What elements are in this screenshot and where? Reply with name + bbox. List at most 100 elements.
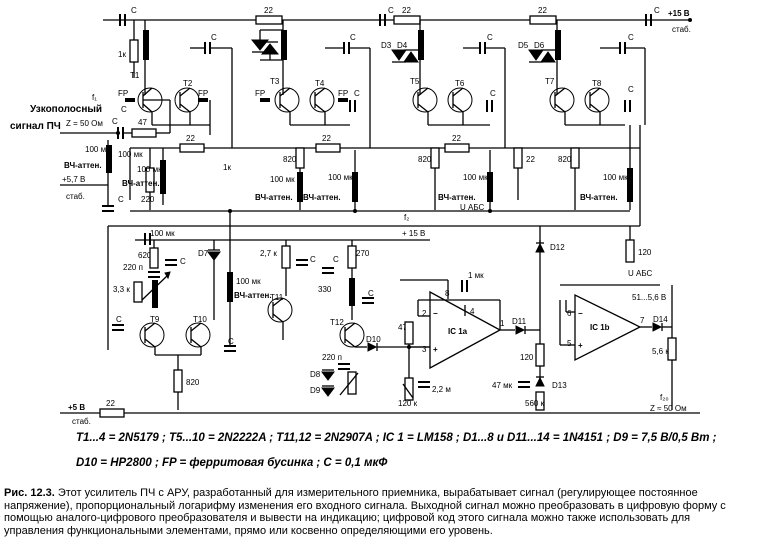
- d6-label: D6: [534, 41, 545, 50]
- svg-text:C: C: [388, 6, 394, 15]
- svg-text:22: 22: [402, 6, 411, 15]
- svg-text:100 мк: 100 мк: [137, 165, 162, 174]
- svg-text:560 к: 560 к: [525, 399, 545, 408]
- stab-bottom-label: стаб.: [72, 417, 91, 426]
- svg-text:820: 820: [418, 155, 432, 164]
- f2o-label: f₂₀: [660, 393, 669, 402]
- d12-label: D12: [550, 243, 565, 252]
- supply-top-label: +15 В: [668, 9, 690, 18]
- svg-text:2,2 м: 2,2 м: [432, 385, 451, 394]
- svg-text:270: 270: [356, 249, 370, 258]
- svg-text:C: C: [180, 257, 186, 266]
- caption-line-1: Рис. 12.3. Этот усилитель ПЧ с АРУ, разр…: [4, 487, 698, 499]
- d5-label: D5: [518, 41, 529, 50]
- svg-text:C: C: [211, 33, 217, 42]
- svg-text:FP: FP: [255, 89, 265, 98]
- svg-text:220 п: 220 п: [322, 353, 342, 362]
- rail-resistors: 22 22 22: [255, 6, 557, 25]
- stage-4: D5 D6 T7 T8 C C: [518, 20, 646, 126]
- svg-text:ВЧ-аттен.: ВЧ-аттен.: [255, 193, 293, 202]
- svg-text:100 мк: 100 мк: [270, 175, 295, 184]
- t1-label: T1: [130, 71, 140, 80]
- ic1a-label: IC 1a: [448, 327, 468, 336]
- output-driver: 2,7 к C T11 270 C 330 T12 C D10 220 п D8: [260, 240, 430, 397]
- plus15-mid-label: + 15 В: [402, 229, 425, 238]
- svg-text:ВЧ-аттен.: ВЧ-аттен.: [438, 193, 476, 202]
- svg-text:47 мк: 47 мк: [492, 381, 513, 390]
- svg-text:C: C: [354, 89, 360, 98]
- svg-text:820: 820: [186, 378, 200, 387]
- svg-text:C: C: [131, 6, 137, 15]
- svg-text:220: 220: [141, 195, 155, 204]
- out-impedance: Z ≈ 50 Ом: [650, 404, 687, 413]
- svg-text:C: C: [490, 89, 496, 98]
- t11-label: T11: [270, 293, 284, 302]
- svg-text:ВЧ-аттен.: ВЧ-аттен.: [303, 193, 341, 202]
- caption-head: Рис. 12.3.: [4, 487, 55, 499]
- svg-text:C: C: [487, 33, 493, 42]
- svg-text:4: 4: [470, 307, 475, 316]
- svg-text:C: C: [112, 117, 118, 126]
- svg-text:3: 3: [422, 345, 427, 354]
- detector-section: 100 мк + 15 В 620 220 п 3,3 к C D7 T9 T1…: [107, 211, 430, 410]
- t4-label: T4: [315, 79, 325, 88]
- caption-line-2: напряжение), пропорциональный логарифму …: [4, 499, 726, 512]
- hf-atten-input: ВЧ-аттен.: [64, 161, 102, 170]
- d13-label: D13: [552, 381, 567, 390]
- plus57-label: +5,7 В: [62, 175, 85, 184]
- uagc-label: U АБС: [460, 203, 484, 212]
- f2-label: f₂: [404, 213, 409, 222]
- svg-text:47: 47: [398, 323, 407, 332]
- svg-text:C: C: [121, 105, 127, 114]
- d14-label: D14: [653, 315, 668, 324]
- svg-text:51...5,6 В: 51...5,6 В: [632, 293, 666, 302]
- bottom-rail: +5 В стаб. 22 f₂₀ Z ≈ 50 Ом: [60, 393, 700, 426]
- input-impedance: Z = 50 Ом: [66, 119, 103, 128]
- d8-label: D8: [310, 370, 321, 379]
- input-title-2: сигнал ПЧ: [10, 121, 61, 132]
- t2-label: T2: [183, 79, 193, 88]
- svg-text:3,3 к: 3,3 к: [113, 285, 130, 294]
- svg-text:47: 47: [138, 118, 147, 127]
- t12-label: T12: [330, 318, 344, 327]
- svg-text:100 мк: 100 мк: [236, 277, 261, 286]
- svg-text:FP: FP: [198, 89, 208, 98]
- d7-label: D7: [198, 249, 209, 258]
- atten-bus: 22 22 22 100 мк 1к 820 100 мк ВЧ-аттен. …: [130, 125, 640, 212]
- input-title-1: Узкополосный: [30, 104, 102, 115]
- svg-text:100 мк: 100 мк: [118, 150, 143, 159]
- svg-text:120: 120: [520, 353, 534, 362]
- stab-label: стаб.: [66, 192, 85, 201]
- d11-label: D11: [512, 317, 527, 326]
- svg-text:C: C: [350, 33, 356, 42]
- t10-label: T10: [193, 315, 207, 324]
- figure-caption: Рис. 12.3. Этот усилитель ПЧ с АРУ, разр…: [4, 487, 763, 537]
- input-section: f₁ Узкополосный сигнал ПЧ Z = 50 Ом C 47…: [10, 93, 171, 212]
- t3-label: T3: [270, 77, 280, 86]
- svg-text:820: 820: [283, 155, 297, 164]
- svg-text:22: 22: [538, 6, 547, 15]
- svg-text:C: C: [118, 195, 124, 204]
- stage-3: D3 D4 T5 T6 C C: [381, 20, 506, 148]
- t9-label: T9: [150, 315, 160, 324]
- svg-text:100 мк: 100 мк: [603, 173, 628, 182]
- svg-text:C: C: [228, 337, 234, 346]
- plus5-label: +5 В: [68, 403, 85, 412]
- svg-text:1к: 1к: [223, 163, 231, 172]
- ic1b-section: 120 U АБС 51...5,6 В IC 1b − + 6 5 7 D14…: [559, 226, 677, 410]
- ic1b-minus: −: [578, 309, 583, 318]
- uagc-out-label: U АБС: [628, 269, 652, 278]
- svg-text:1: 1: [500, 319, 505, 328]
- svg-text:100 мк: 100 мк: [328, 173, 353, 182]
- svg-text:22: 22: [322, 134, 331, 143]
- svg-text:1 мк: 1 мк: [468, 271, 484, 280]
- t8-label: T8: [592, 79, 602, 88]
- svg-text:100 мк: 100 мк: [463, 173, 488, 182]
- svg-text:FP: FP: [118, 89, 128, 98]
- svg-text:C: C: [333, 255, 339, 264]
- ic1b-plus: +: [578, 341, 583, 350]
- f1-label: f₁: [92, 93, 97, 102]
- svg-text:FP: FP: [338, 89, 348, 98]
- svg-text:2: 2: [422, 309, 427, 318]
